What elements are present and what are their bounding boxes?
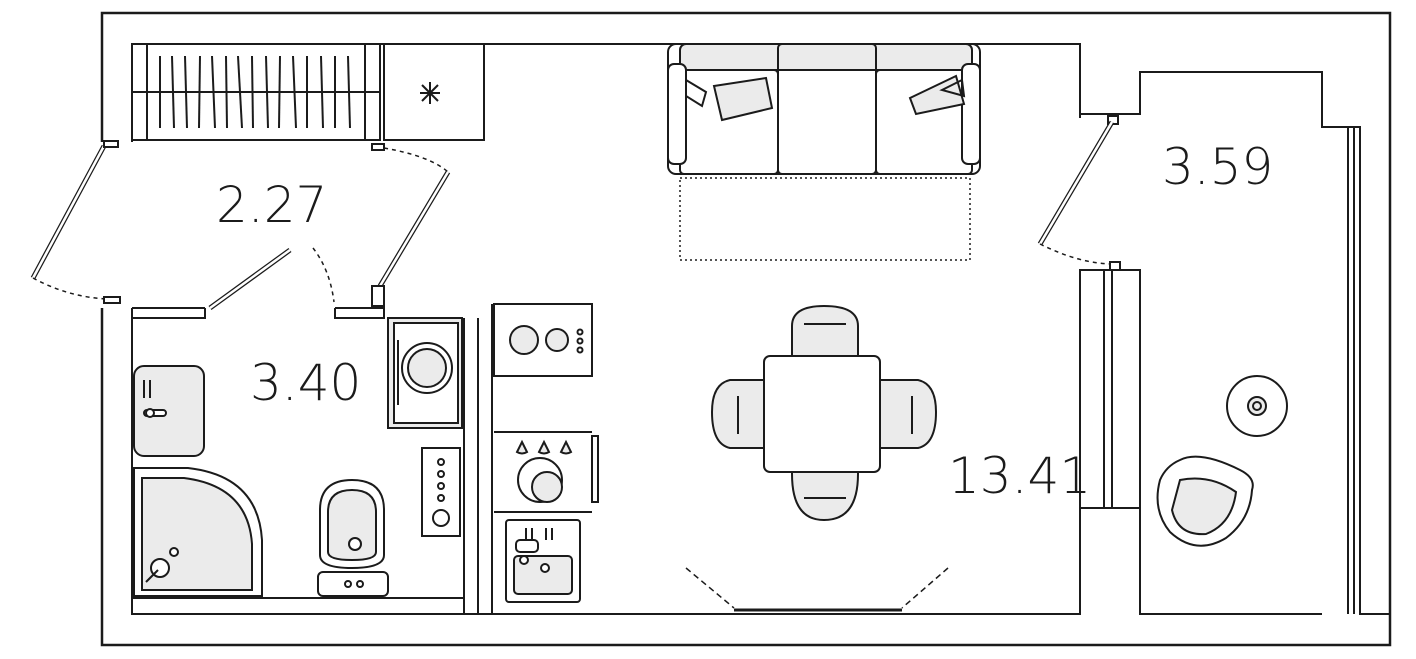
entrance-door[interactable]: [30, 140, 121, 304]
kitchen-counter: [493, 303, 599, 503]
stove-icon: [515, 439, 573, 503]
snowflake-icon: [383, 43, 485, 141]
living-room-area-label: 13.41: [948, 447, 1091, 505]
wardrobe: [131, 43, 381, 141]
bathroom-walls: [131, 307, 385, 319]
sink-icon: [494, 511, 592, 603]
bathroom-area-label: 3.40: [250, 354, 361, 412]
sink-icon: [133, 365, 205, 457]
toilet-icon: [317, 478, 389, 597]
window: [685, 567, 949, 612]
bathroom-partition: [132, 304, 493, 614]
hall-door[interactable]: [371, 143, 451, 307]
side-table-icon: [1226, 375, 1288, 437]
washing-machine-icon: [387, 317, 463, 429]
balcony-glazing: [1347, 127, 1355, 614]
balcony-door[interactable]: [1037, 115, 1121, 271]
sofa-icon: [667, 43, 981, 175]
hallway-area-label: 2.27: [216, 176, 327, 234]
shower-icon: [133, 467, 263, 597]
armchair-icon: [1156, 455, 1254, 547]
balcony-window: [1079, 269, 1141, 509]
rug: [679, 177, 971, 261]
balcony-area-label: 3.59: [1162, 138, 1273, 196]
bathroom-controls: [421, 447, 461, 537]
dining-table-icon: [710, 304, 938, 522]
bathroom-door[interactable]: [208, 247, 335, 311]
